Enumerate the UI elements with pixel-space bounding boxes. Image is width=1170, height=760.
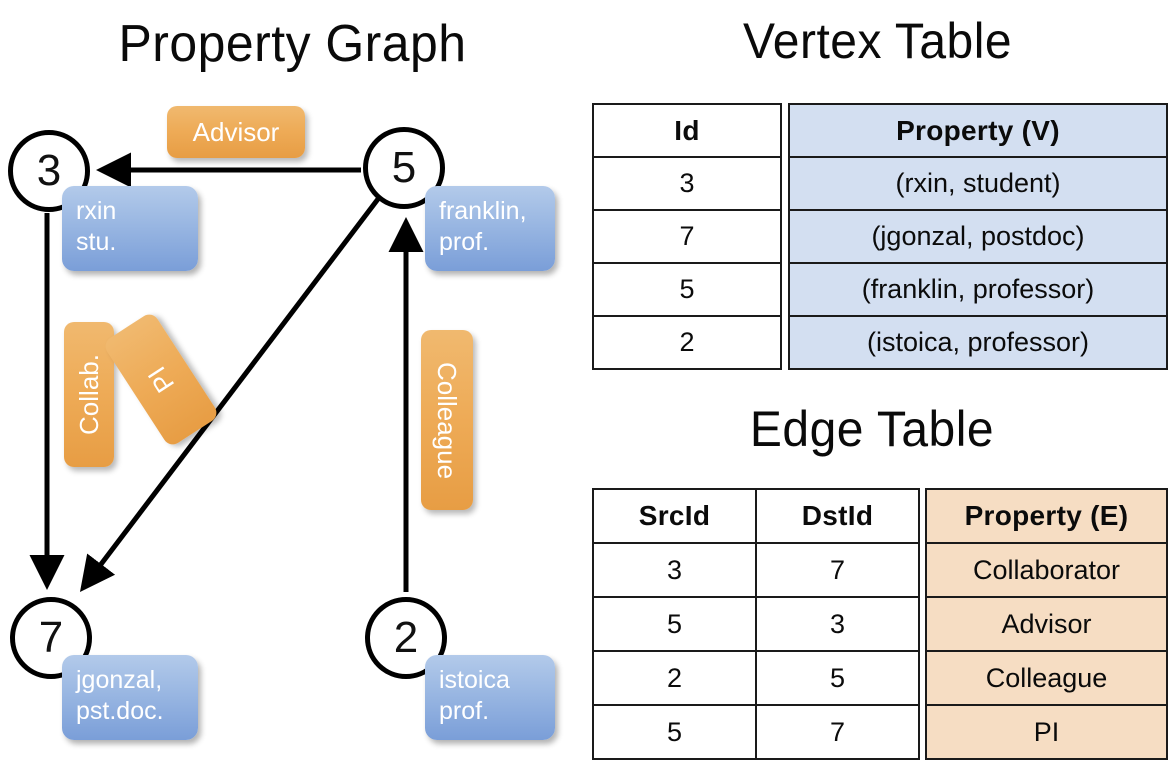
edge-label-text: Colleague	[432, 361, 463, 479]
table-row: (franklin, professor)	[788, 262, 1168, 317]
table-row: 3 7	[592, 542, 920, 598]
column-header-property-v: Property (V)	[788, 103, 1168, 158]
node-property-line: jgonzal,	[76, 666, 163, 694]
edge-5-to-7	[79, 197, 380, 592]
node-property-line: stu.	[76, 227, 117, 256]
vertex-id-cell: 7	[592, 209, 782, 264]
vertex-id-cell: 3	[592, 156, 782, 211]
vertex-table-property-column: Property (V) (rxin, student) (jgonzal, p…	[788, 103, 1168, 370]
node-property-line: istoica	[439, 666, 510, 694]
edge-label-text: PI	[141, 361, 180, 399]
column-header-srcid: SrcId	[592, 488, 757, 544]
page-title-edge-table: Edge Table	[749, 401, 995, 457]
graph-node-2[interactable]: 2	[365, 597, 447, 679]
page-title-vertex-table: Vertex Table	[742, 13, 1013, 69]
edge-label-colleague: Colleague	[421, 330, 473, 510]
edge-label-text: Collab.	[73, 354, 104, 435]
vertex-id-cell: 5	[592, 262, 782, 317]
edge-property-cell: PI	[925, 704, 1168, 760]
page-title-property-graph: Property Graph	[118, 15, 467, 73]
table-header-row: SrcId DstId	[592, 488, 920, 544]
graph-node-5[interactable]: 5	[363, 127, 445, 209]
column-header-id: Id	[592, 103, 782, 158]
table-row: Advisor	[925, 596, 1168, 652]
table-header-row: Property (E)	[925, 488, 1168, 544]
table-row: 5	[592, 262, 782, 317]
table-row: Colleague	[925, 650, 1168, 706]
graph-edges-svg	[29, 152, 424, 592]
edge-dst-cell: 7	[755, 704, 920, 760]
table-row: Collaborator	[925, 542, 1168, 598]
vertex-property-cell: (istoica, professor)	[788, 315, 1168, 370]
table-row: (rxin, student)	[788, 156, 1168, 211]
node-property-line: prof.	[439, 696, 490, 725]
node-property-line: rxin	[76, 197, 117, 225]
edge-src-cell: 5	[592, 596, 757, 652]
edge-table-property-column: Property (E) Collaborator Advisor Collea…	[925, 488, 1168, 760]
vertex-property-cell: (franklin, professor)	[788, 262, 1168, 317]
property-graph-canvas: 3 5 7 2 rxin stu. franklin, prof. jgonza…	[8, 106, 555, 740]
table-row: (istoica, professor)	[788, 315, 1168, 370]
edge-src-cell: 5	[592, 704, 757, 760]
table-row: 3	[592, 156, 782, 211]
node-property-box-3: rxin stu.	[62, 186, 198, 271]
node-property-line: pst.doc.	[76, 696, 164, 725]
vertex-property-cell: (jgonzal, postdoc)	[788, 209, 1168, 264]
edge-src-cell: 3	[592, 542, 757, 598]
node-property-line: prof.	[439, 227, 490, 256]
table-row: 5 7	[592, 704, 920, 760]
edge-property-cell: Colleague	[925, 650, 1168, 706]
table-header-row: Property (V)	[788, 103, 1168, 158]
table-row: 2 5	[592, 650, 920, 706]
column-header-property-e: Property (E)	[925, 488, 1168, 544]
edge-property-cell: Collaborator	[925, 542, 1168, 598]
edge-property-cell: Advisor	[925, 596, 1168, 652]
edge-dst-cell: 5	[755, 650, 920, 706]
vertex-property-cell: (rxin, student)	[788, 156, 1168, 211]
table-row: (jgonzal, postdoc)	[788, 209, 1168, 264]
node-property-box-5: franklin, prof.	[425, 186, 555, 271]
edge-label-advisor: Advisor	[167, 106, 305, 158]
table-row: PI	[925, 704, 1168, 760]
table-row: 7	[592, 209, 782, 264]
table-row: 5 3	[592, 596, 920, 652]
node-property-box-7: jgonzal, pst.doc.	[62, 655, 198, 740]
edge-dst-cell: 3	[755, 596, 920, 652]
vertex-id-cell: 2	[592, 315, 782, 370]
table-row: 2	[592, 315, 782, 370]
edge-src-cell: 2	[592, 650, 757, 706]
table-header-row: Id	[592, 103, 782, 158]
vertex-table-id-column: Id 3 7 5 2	[592, 103, 782, 370]
column-header-dstid: DstId	[755, 488, 920, 544]
edge-dst-cell: 7	[755, 542, 920, 598]
node-property-box-2: istoica prof.	[425, 655, 555, 740]
edge-label-text: Advisor	[192, 116, 280, 147]
node-property-line: franklin,	[439, 197, 527, 225]
edge-table-id-columns: SrcId DstId 3 7 5 3 2 5 5 7	[592, 488, 920, 760]
